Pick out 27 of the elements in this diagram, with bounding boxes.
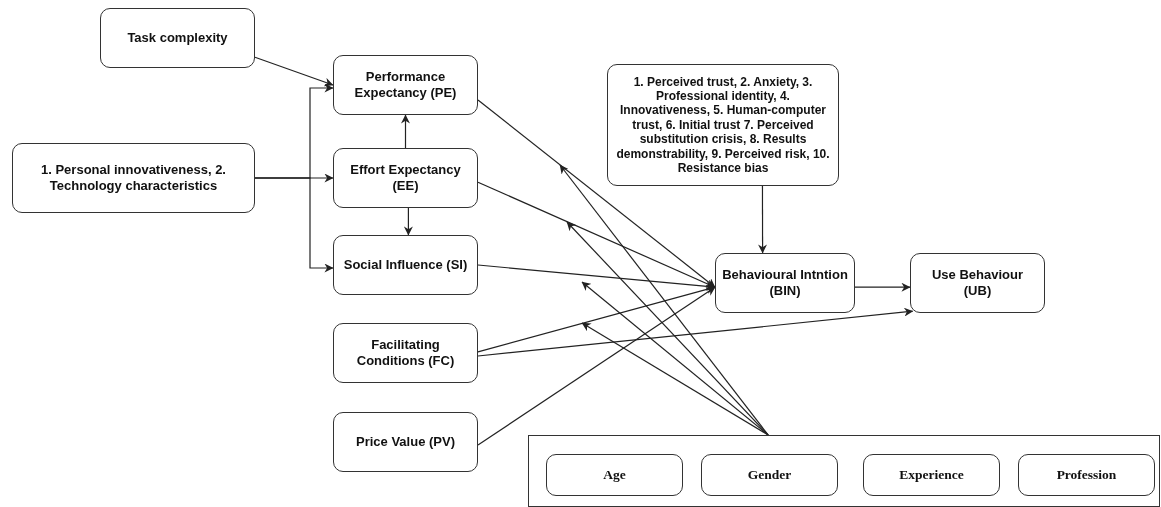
arrow	[477, 307, 914, 357]
process-box: Task complexity	[100, 8, 255, 68]
process-box: Effort Expectancy (EE)	[333, 148, 478, 208]
moderator-box: Experience	[863, 454, 1000, 496]
process-box: Performance Expectancy (PE)	[333, 55, 478, 115]
arrow	[581, 281, 769, 436]
moderator-box: Age	[546, 454, 683, 496]
arrow	[477, 286, 716, 446]
process-box: 1. Perceived trust, 2. Anxiety, 3. Professional identity, 4. Innovativeness, 5. Human-computer trust, 6. Initial trust 7. Perceived substitution crisis, 8. Results demonstrability, 9. Perceived risk, 10. Resistance bias	[607, 64, 839, 186]
moderator-box: Gender	[701, 454, 838, 496]
arrow	[477, 99, 716, 288]
process-box: Use Behaviour (UB)	[910, 253, 1045, 313]
arrow	[254, 177, 334, 273]
arrow	[403, 207, 413, 236]
arrow	[581, 322, 769, 436]
arrow	[758, 185, 768, 254]
process-box: Facilitating Conditions (FC)	[333, 323, 478, 383]
arrow	[401, 114, 410, 149]
moderator-box: Profession	[1018, 454, 1155, 496]
arrow	[854, 282, 911, 292]
process-box: Behavioural Intntion (BIN)	[715, 253, 855, 313]
arrow	[254, 56, 334, 87]
group-box	[528, 435, 1160, 507]
process-box: 1. Personal innovativeness, 2. Technology characteristics	[12, 143, 255, 213]
process-box: Price Value (PV)	[333, 412, 478, 472]
process-box: Social Influence (SI)	[333, 235, 478, 295]
arrow	[566, 221, 769, 436]
